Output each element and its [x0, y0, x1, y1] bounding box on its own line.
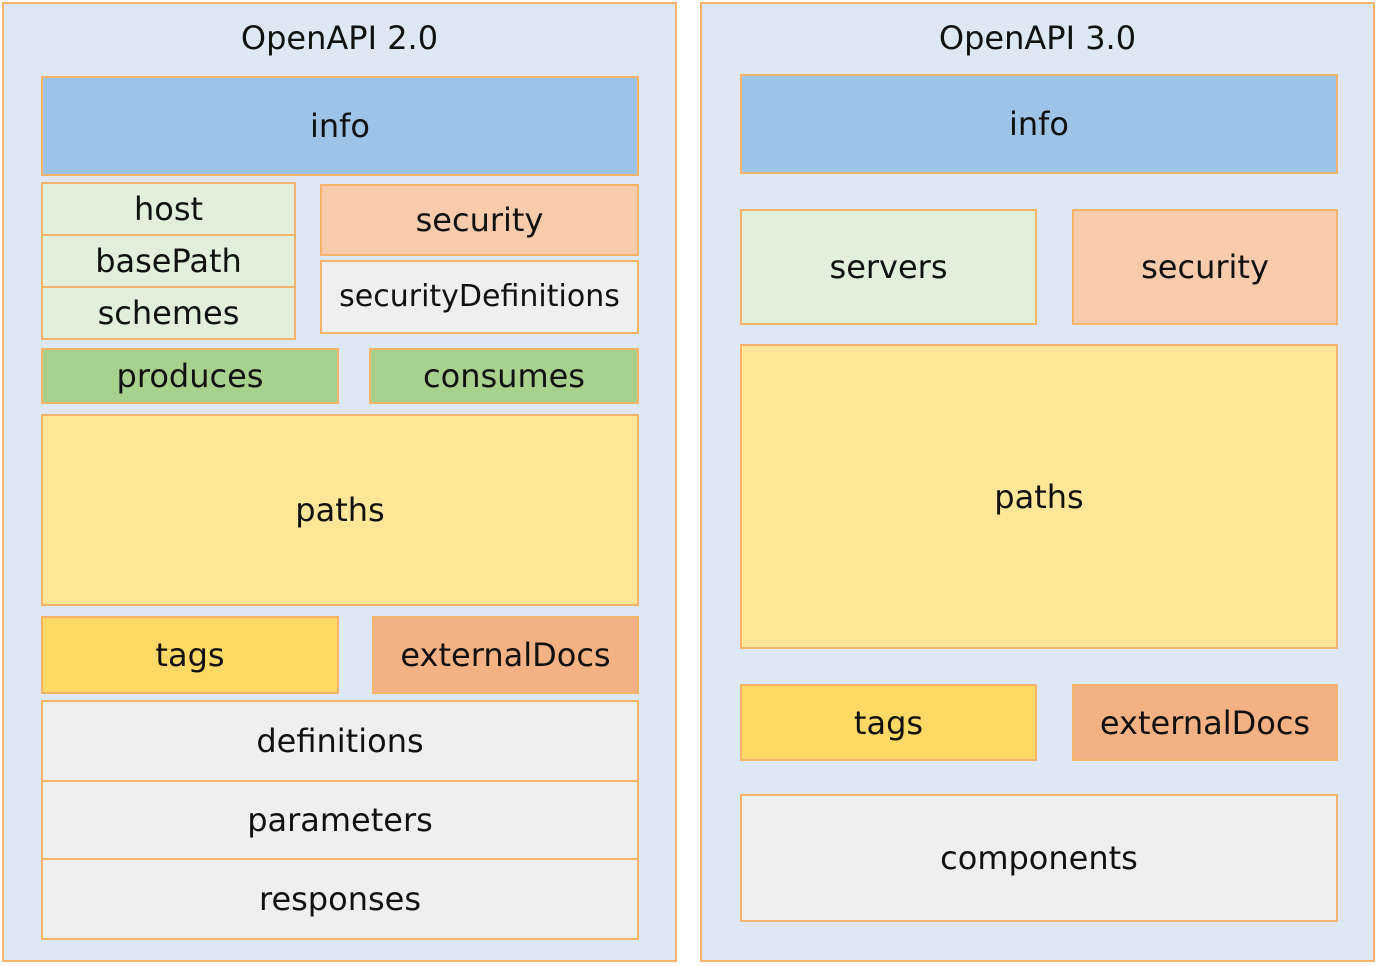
openapi2-paths-block: paths	[41, 414, 639, 606]
openapi2-definitions-block: definitions	[41, 700, 639, 782]
openapi2-produces-label: produces	[116, 357, 264, 395]
openapi2-tags-block: tags	[41, 616, 339, 694]
openapi2-responses-label: responses	[258, 880, 421, 918]
openapi3-servers-label: servers	[829, 248, 948, 286]
openapi2-parameters-block: parameters	[41, 780, 639, 860]
openapi2-consumes-block: consumes	[369, 348, 639, 404]
openapi3-externaldocs-label: externalDocs	[1099, 703, 1311, 742]
openapi3-info-block: info	[740, 74, 1338, 174]
openapi2-produces-block: produces	[41, 348, 339, 404]
openapi2-basepath-block: basePath	[41, 234, 296, 288]
openapi2-consumes-label: consumes	[423, 357, 585, 395]
openapi3-components-block: components	[740, 794, 1338, 922]
openapi3-servers-block: servers	[740, 209, 1037, 325]
openapi3-components-label: components	[940, 839, 1138, 877]
openapi2-tags-label: tags	[155, 636, 225, 674]
openapi2-title: OpenAPI 2.0	[240, 19, 439, 57]
openapi2-info-block: info	[41, 76, 639, 176]
openapi2-info-label: info	[309, 107, 370, 145]
openapi2-externaldocs-block: externalDocs	[372, 616, 639, 694]
openapi3-info-label: info	[1008, 105, 1069, 143]
openapi2-paths-label: paths	[295, 491, 385, 529]
openapi2-basepath-label: basePath	[95, 242, 242, 280]
openapi2-securitydefinitions-label: securityDefinitions	[339, 279, 620, 314]
openapi2-host-label: host	[133, 190, 204, 228]
openapi3-tags-label: tags	[853, 703, 924, 742]
openapi2-parameters-label: parameters	[247, 801, 433, 839]
openapi3-externaldocs-block: externalDocs	[1072, 684, 1338, 761]
openapi2-security-label: security	[415, 201, 544, 239]
openapi3-security-block: security	[1072, 209, 1338, 325]
openapi2-host-block: host	[41, 182, 296, 236]
openapi2-security-block: security	[320, 184, 639, 256]
openapi2-responses-block: responses	[41, 858, 639, 940]
openapi2-schemes-block: schemes	[41, 286, 296, 340]
openapi2-definitions-label: definitions	[256, 722, 424, 760]
openapi2-panel: OpenAPI 2.0 info host basePath schemes s…	[2, 2, 677, 962]
openapi2-securitydefinitions-block: securityDefinitions	[320, 260, 639, 334]
openapi2-externaldocs-label: externalDocs	[400, 636, 611, 674]
openapi3-tags-block: tags	[740, 684, 1037, 761]
openapi3-security-label: security	[1141, 248, 1269, 286]
openapi3-title: OpenAPI 3.0	[938, 19, 1137, 57]
openapi2-schemes-label: schemes	[97, 294, 240, 332]
openapi3-panel: OpenAPI 3.0 info servers security paths …	[700, 2, 1375, 962]
openapi3-paths-block: paths	[740, 344, 1338, 649]
openapi3-paths-label: paths	[994, 477, 1084, 516]
